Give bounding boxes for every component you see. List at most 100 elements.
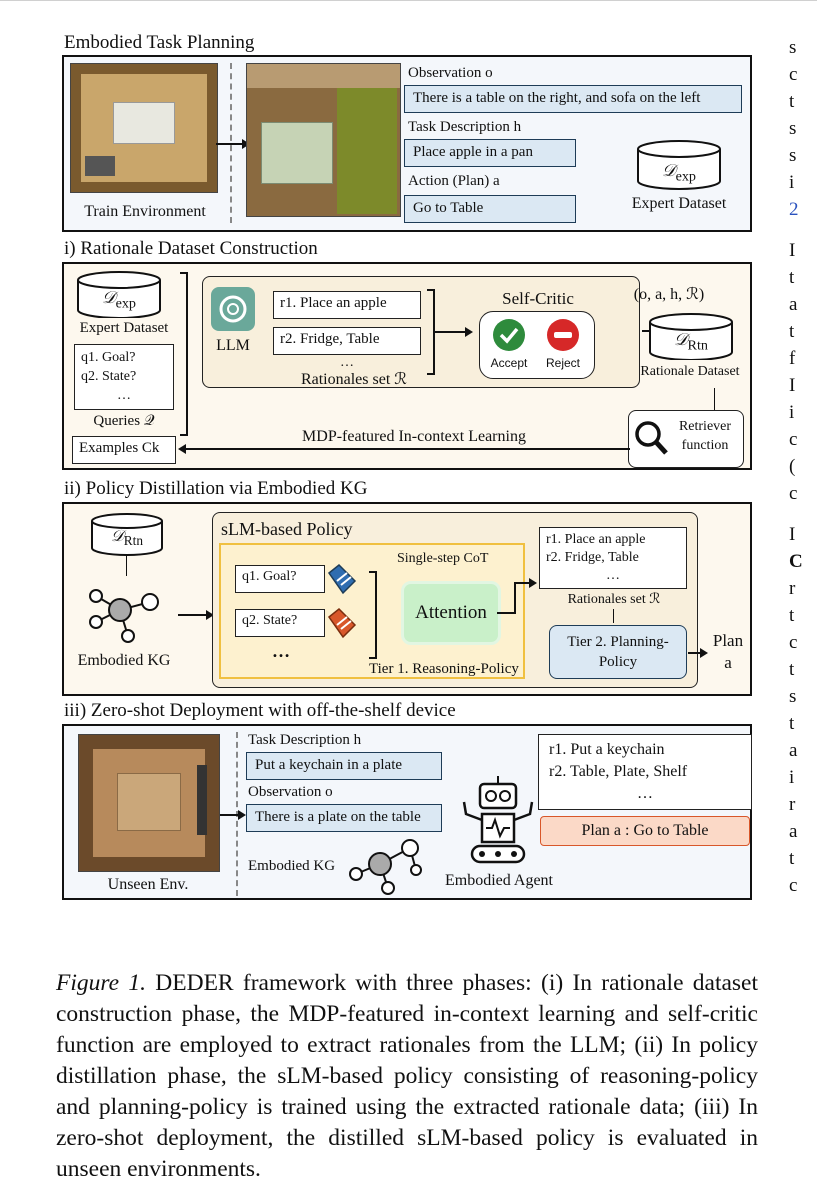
robot-icon xyxy=(462,776,534,864)
bracket xyxy=(180,272,188,436)
connector xyxy=(126,556,127,576)
action-box: Go to Table xyxy=(404,195,576,223)
task-description-box: Put a keychain in a plate xyxy=(246,752,442,780)
self-critic-title: Self-Critic xyxy=(502,289,574,308)
arrow-icon xyxy=(497,578,537,614)
embodied-kg-label: Embodied KG xyxy=(77,652,171,669)
queries-label: Queries 𝒬 xyxy=(93,413,155,429)
scene-image xyxy=(246,63,401,217)
tier1-label: Tier 1. Reasoning-Policy xyxy=(369,661,519,677)
task-description-box: Place apple in a pan xyxy=(404,139,576,167)
expert-dataset-label: Expert Dataset xyxy=(631,195,727,212)
llm-logo-icon xyxy=(211,287,255,331)
observation-label: Observation o xyxy=(248,784,333,800)
reject-label: Reject xyxy=(545,356,580,370)
query-ellipsis: … xyxy=(272,641,290,661)
query-state: q2. State? xyxy=(81,369,137,384)
rationale-ellipsis: … xyxy=(637,785,653,802)
plan-label: Plan a xyxy=(712,631,744,672)
embodied-kg-label: Embodied KG xyxy=(248,858,336,874)
tier1-box: Single-step CoT q1. Goal? q2. State? … A… xyxy=(219,543,525,679)
knowledge-graph-icon xyxy=(349,839,422,895)
panel-embodied: Train Environment Observation o There is… xyxy=(62,55,752,232)
policy-title: sLM-based Policy xyxy=(221,519,353,539)
rationales-box: r1. Place an apple r2. Fridge, Table … xyxy=(539,527,687,589)
section-title-zero-shot: iii) Zero-shot Deployment with off-the-s… xyxy=(64,700,456,721)
task-description-label: Task Description h xyxy=(408,119,522,135)
rtn-symbol: 𝒟Rtn xyxy=(673,330,709,354)
section-title-rationale: i) Rationale Dataset Construction xyxy=(64,238,318,259)
orange-tag-icon xyxy=(327,607,357,639)
panel-zero-shot: Unseen Env. Task Description h Put a key… xyxy=(62,724,752,900)
section-title-policy: ii) Policy Distillation via Embodied KG xyxy=(64,478,368,499)
train-room-image xyxy=(70,63,218,193)
figure-label: Figure 1. xyxy=(56,970,146,996)
train-environment-label: Train Environment xyxy=(84,203,206,220)
rationale-r2: r2. Fridge, Table xyxy=(546,550,639,565)
tuple-label: (o, a, h, ℛ) xyxy=(633,286,705,303)
arrow-icon xyxy=(433,327,473,337)
knowledge-graph-icon xyxy=(89,589,159,643)
rationale-r1: r1. Place an apple xyxy=(273,291,421,319)
section-title-embodied: Embodied Task Planning xyxy=(64,32,255,53)
caption-text: DEDER framework with three phases: (i) I… xyxy=(56,970,759,1182)
llm-label: LLM xyxy=(216,337,250,354)
reject-minus-icon xyxy=(547,319,579,351)
mdp-label: MDP-featured In-context Learning xyxy=(302,428,526,445)
rationale-dataset-icon xyxy=(649,313,733,360)
llm-block: LLM r1. Place an apple r2. Fridge, Table… xyxy=(202,276,640,388)
expert-dataset-symbol: 𝒟exp xyxy=(661,161,697,185)
plan-box: Plan a : Go to Table xyxy=(540,816,750,846)
rationale-r2: r2. Table, Plate, Shelf xyxy=(549,763,688,780)
rationales-set-label: Rationales set ℛ xyxy=(300,371,408,388)
expert-dataset-icon xyxy=(77,271,161,318)
observation-box: There is a plate on the table xyxy=(246,804,442,832)
query-goal: q1. Goal? xyxy=(235,565,325,593)
accept-label: Accept xyxy=(490,356,528,370)
unseen-room-image xyxy=(78,734,220,872)
observation-box: There is a table on the right, and sofa … xyxy=(404,85,742,113)
page-top-rule xyxy=(0,0,817,1)
self-critic-box: Accept Reject xyxy=(479,311,595,379)
observation-label: Observation o xyxy=(408,65,493,81)
action-label: Action (Plan) a xyxy=(408,173,500,189)
examples-box: Examples Ck xyxy=(72,436,176,464)
arrow-icon xyxy=(688,648,708,658)
query-state: q2. State? xyxy=(235,609,325,637)
rationale-dataset-label: Rationale Dataset xyxy=(640,364,740,379)
slm-policy-block: sLM-based Policy Single-step CoT q1. Goa… xyxy=(212,512,698,688)
task-description-label: Task Description h xyxy=(248,732,362,748)
tier2-box: Tier 2. Planning-Policy xyxy=(549,625,687,679)
figure-caption: Figure 1. DEDER framework with three pha… xyxy=(56,968,758,1185)
query-goal: q1. Goal? xyxy=(81,350,136,365)
bracket xyxy=(369,571,377,659)
rationale-r1: r1. Put a keychain xyxy=(549,741,665,758)
attention-block: Attention xyxy=(401,581,501,645)
panel-policy: 𝒟Rtn Embodied KG sLM-based Policy Single… xyxy=(62,502,752,696)
rationale-ellipsis: … xyxy=(606,568,620,583)
unseen-env-label: Unseen Env. xyxy=(107,876,189,893)
blue-tag-icon xyxy=(327,563,357,595)
rationales-set-label: Rationales set ℛ xyxy=(567,592,661,607)
rtn-dataset-icon xyxy=(91,513,163,556)
expert-dataset-icon xyxy=(637,140,721,190)
expert-symbol: 𝒟exp xyxy=(101,288,137,312)
rationales-box: r1. Put a keychain r2. Table, Plate, She… xyxy=(538,734,752,810)
connector xyxy=(714,388,715,410)
accept-check-icon xyxy=(493,319,525,351)
panel-rationale: 𝒟exp Expert Dataset q1. Goal? q2. State?… xyxy=(62,262,752,470)
cot-label: Single-step CoT xyxy=(397,551,489,566)
connector xyxy=(613,609,614,623)
embodied-agent-label: Embodied Agent xyxy=(445,872,553,889)
query-ellipsis: … xyxy=(117,388,131,403)
arrow-icon xyxy=(178,444,630,454)
rationale-r2: r2. Fridge, Table xyxy=(273,327,421,355)
rtn-symbol: 𝒟Rtn xyxy=(110,528,144,549)
arrow-icon xyxy=(216,139,250,149)
rationale-ellipsis: … xyxy=(340,355,354,370)
retriever-box: Retriever function xyxy=(628,410,744,468)
rationale-r1: r1. Place an apple xyxy=(546,532,646,547)
arrow-icon xyxy=(220,810,246,820)
retriever-label: Retriever function xyxy=(678,419,732,453)
